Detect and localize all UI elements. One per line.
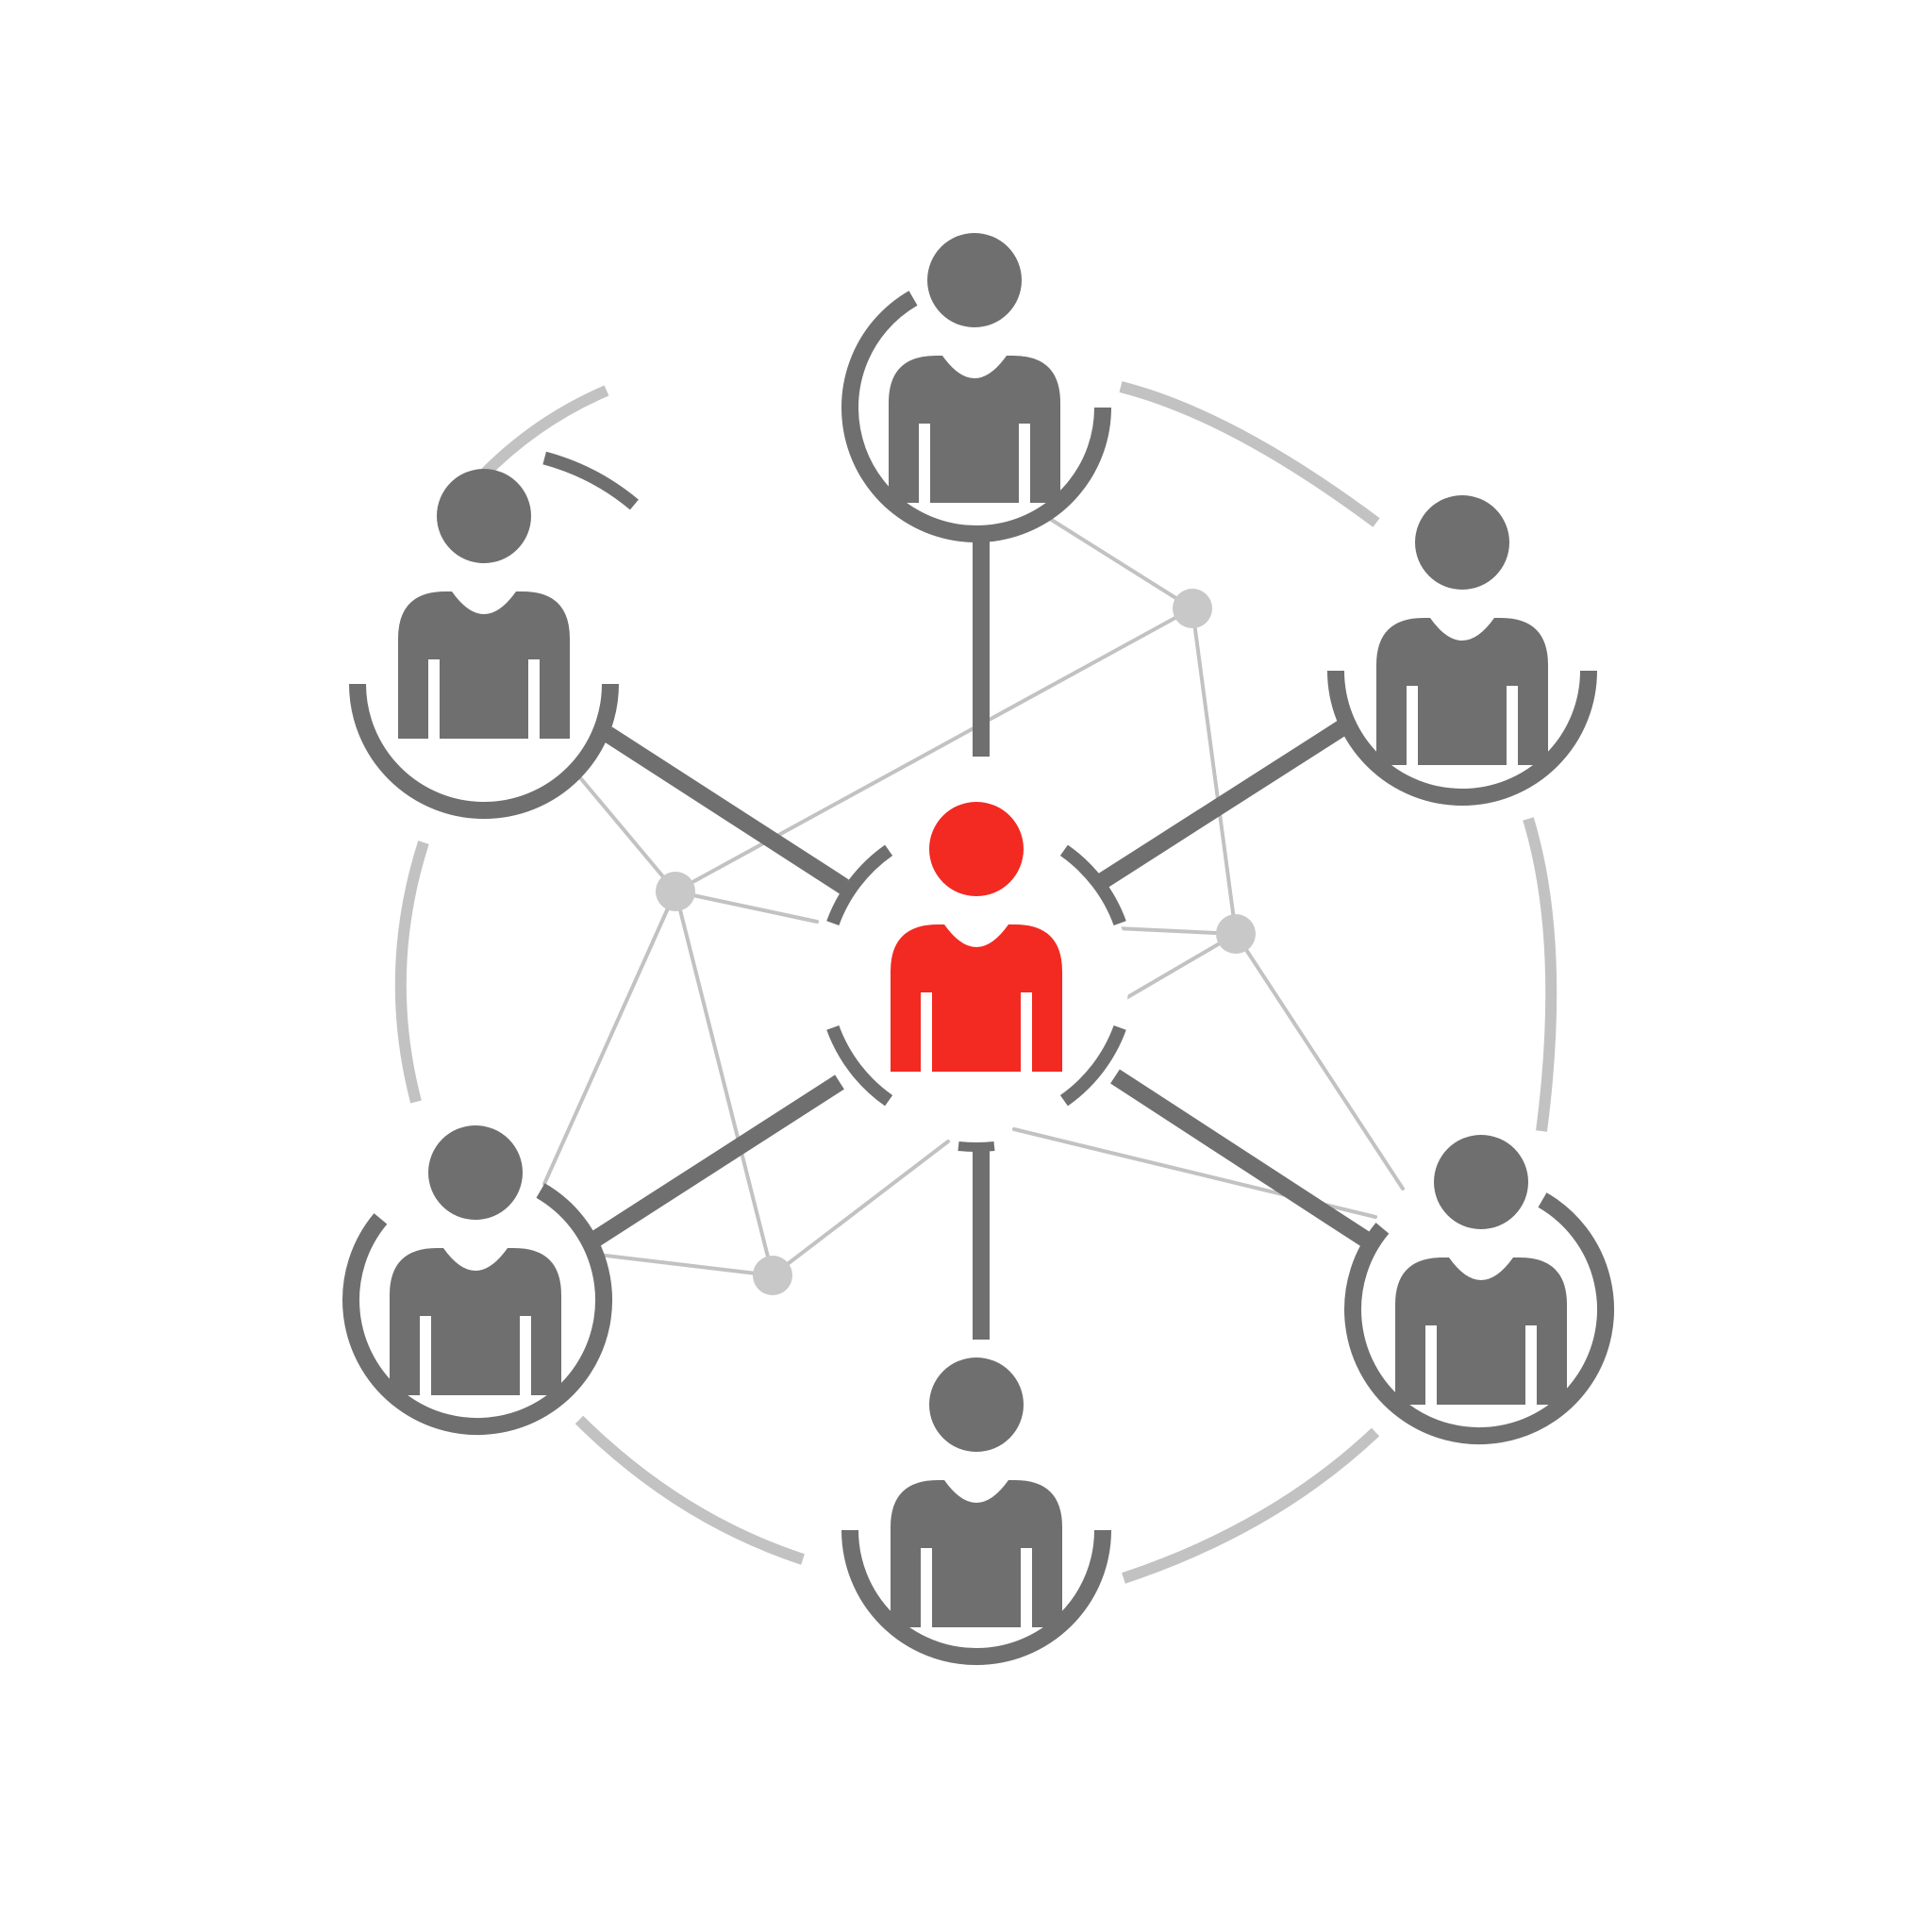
person-icon: [390, 1125, 561, 1397]
thin-link: [674, 607, 1194, 893]
arm-gap: [428, 659, 440, 741]
arm-gap: [1507, 686, 1518, 767]
person-top: [841, 233, 1111, 543]
junction-node-left: [656, 872, 695, 911]
center-bracket-arc: [1059, 844, 1126, 926]
central-person: [824, 802, 1129, 1152]
spoke-upper-right: [1096, 719, 1349, 890]
center-bracket-arc: [826, 1024, 893, 1107]
node-ring: [1344, 1192, 1614, 1444]
arm-gap: [1019, 424, 1030, 505]
node-ring: [1327, 670, 1597, 806]
thin-link: [1048, 517, 1194, 610]
arm-gap: [520, 1316, 531, 1397]
person-head: [1434, 1135, 1528, 1229]
person-bottom: [841, 1357, 1111, 1665]
outer-arc: [394, 841, 429, 1104]
node-ring: [349, 683, 619, 819]
outer-arc: [1523, 817, 1557, 1132]
person-head: [929, 802, 1024, 896]
person-upper-left: [349, 451, 639, 819]
arm-gap: [1021, 992, 1032, 1074]
person-lower-right: [1344, 1135, 1614, 1444]
center-bracket-arc: [1059, 1024, 1126, 1107]
center-bracket-arc: [826, 844, 893, 926]
spoke-lower-left: [584, 1074, 844, 1251]
person-body: [889, 356, 1060, 503]
person-icon: [891, 802, 1062, 1074]
thick-links: [584, 540, 1371, 1340]
person-nodes: [342, 233, 1614, 1665]
junction-nodes: [656, 589, 1256, 1295]
thin-links: [542, 517, 1405, 1277]
outer-arc: [1119, 381, 1380, 527]
arm-gap: [1525, 1325, 1537, 1407]
junction-node-right: [1216, 914, 1256, 954]
person-icon: [889, 233, 1060, 505]
thin-link: [1111, 932, 1238, 1008]
person-icon: [1395, 1135, 1567, 1407]
person-body: [390, 1248, 561, 1395]
spoke-lower-right: [1110, 1069, 1371, 1247]
arm-gap: [921, 1548, 932, 1629]
outer-arc: [1122, 1427, 1380, 1584]
arm-gap: [420, 1316, 431, 1397]
person-body: [398, 591, 570, 739]
person-lower-left: [342, 1125, 612, 1435]
outer-arc: [575, 1415, 805, 1565]
spoke-upper-left: [603, 726, 849, 894]
accent-arc: [542, 451, 639, 510]
arm-gap: [1407, 686, 1418, 767]
person-body: [891, 924, 1062, 1072]
thin-link: [771, 1140, 950, 1277]
center-bottom-arc: [958, 1141, 995, 1152]
arm-gap: [921, 992, 932, 1074]
arm-gap: [1425, 1325, 1437, 1407]
arm-gap: [1021, 1548, 1032, 1629]
person-head: [927, 233, 1022, 327]
person-icon: [1376, 495, 1548, 767]
person-body: [1376, 618, 1548, 765]
junction-node-upper-right: [1173, 589, 1212, 628]
person-icon: [398, 469, 570, 741]
node-ring: [841, 291, 1111, 543]
thin-link: [542, 890, 677, 1186]
person-head: [428, 1125, 523, 1220]
person-body: [891, 1480, 1062, 1627]
thin-link: [596, 1253, 774, 1277]
person-body: [1395, 1257, 1567, 1405]
node-ring: [342, 1183, 612, 1435]
junction-node-lower-left: [753, 1256, 792, 1295]
node-ring: [841, 1529, 1111, 1665]
thin-link: [674, 890, 774, 1277]
person-upper-right: [1327, 495, 1597, 806]
arm-gap: [528, 659, 540, 741]
thin-link: [1191, 607, 1238, 936]
thin-link: [1114, 926, 1238, 936]
person-head: [1415, 495, 1509, 590]
arm-gap: [919, 424, 930, 505]
thin-link: [576, 774, 677, 893]
outer-ring: [394, 381, 1557, 1584]
person-head: [437, 469, 531, 563]
thin-link: [1234, 932, 1405, 1191]
thin-link: [674, 890, 819, 924]
person-icon: [891, 1357, 1062, 1629]
person-head: [929, 1357, 1024, 1452]
